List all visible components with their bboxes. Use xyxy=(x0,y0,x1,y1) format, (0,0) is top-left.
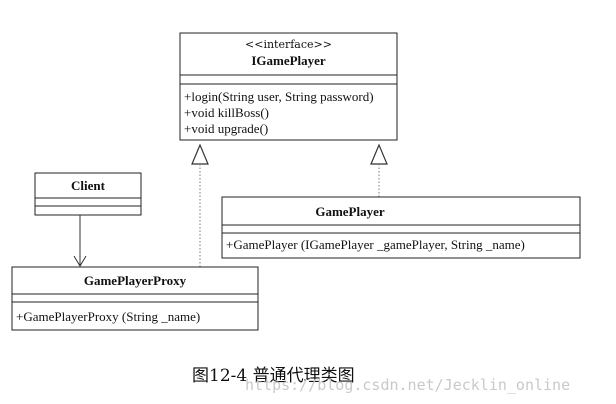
gameplayer-box: GamePlayer +GamePlayer (IGamePlayer _gam… xyxy=(221,196,581,259)
client-box: Client xyxy=(34,172,142,216)
realization-triangle-right xyxy=(370,143,388,165)
interface-method-upgrade: +void upgrade() xyxy=(184,121,268,136)
association-client-to-proxy xyxy=(73,215,87,267)
gameplayer-name: GamePlayer xyxy=(315,204,385,219)
interface-method-killboss: +void killBoss() xyxy=(184,105,269,120)
interface-name: IGamePlayer xyxy=(251,53,326,68)
gameplayer-method-constructor: +GamePlayer (IGamePlayer _gamePlayer, St… xyxy=(226,237,525,252)
interface-igameplayer-box: <<interface>> IGamePlayer +login(String … xyxy=(179,32,398,141)
proxy-name: GamePlayerProxy xyxy=(84,273,187,288)
watermark-text: https://blog.csdn.net/Jecklin_online xyxy=(245,376,570,394)
proxy-method-constructor: +GamePlayerProxy (String _name) xyxy=(16,309,200,324)
realization-gameplayer-to-interface xyxy=(370,143,388,197)
realization-triangle-left xyxy=(191,143,209,165)
client-name: Client xyxy=(71,178,106,193)
association-arrowhead xyxy=(73,255,87,267)
realization-proxy-to-interface xyxy=(191,143,209,267)
interface-method-login: +login(String user, String password) xyxy=(184,89,374,104)
figure-caption: 图12-4 普通代理类图 xyxy=(192,366,355,386)
proxy-box: GamePlayerProxy +GamePlayerProxy (String… xyxy=(11,266,259,331)
interface-stereotype: <<interface>> xyxy=(245,38,332,51)
